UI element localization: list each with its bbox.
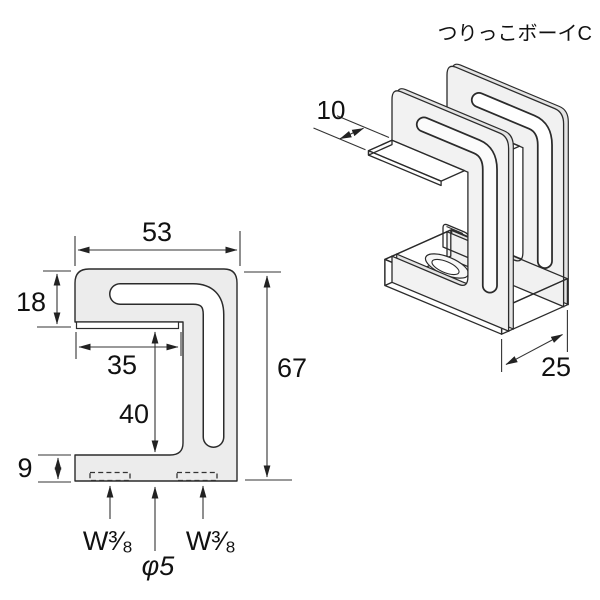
front-view-slot-inner (110, 284, 223, 447)
dim-arm-height: 18 (16, 270, 71, 328)
dim-total-height: 67 (244, 271, 307, 481)
front-plate-slot-inner (417, 118, 497, 292)
dim-mouth-height-label: 40 (119, 399, 149, 429)
dim-mouth-depth: 35 (75, 332, 182, 380)
rear-plate-slot-inner (472, 93, 552, 268)
base-hole-inner (431, 258, 460, 276)
front-view: 53 18 35 40 9 (16, 217, 307, 581)
thread-right-label: W³⁄₈ (186, 526, 236, 556)
dim-arm-height-label: 18 (16, 287, 46, 317)
dim-width: 53 (74, 217, 241, 266)
dim-depth-label: 25 (541, 352, 571, 382)
iso-view: 10 25 (313, 63, 571, 382)
dim-width-label: 53 (142, 217, 172, 247)
dim-base-thickness: 9 (17, 453, 71, 483)
dim-tab-protrusion: 10 (313, 95, 390, 151)
bottom-callouts: W³⁄₈ W³⁄₈ φ5 (83, 485, 236, 581)
dim-total-height-label: 67 (277, 353, 307, 383)
dim-mouth-depth-label: 35 (107, 350, 137, 380)
product-title: つりっこボーイC (438, 22, 592, 45)
stop-tab-thickness (446, 225, 464, 235)
dim-base-thickness-label: 9 (17, 453, 32, 483)
dim-depth: 25 (501, 310, 571, 382)
dim-tab-protrusion-label: 10 (317, 95, 346, 125)
hidden-hole-left (89, 471, 131, 482)
hidden-hole-right (176, 471, 218, 482)
hole-dia-label: φ5 (142, 551, 176, 581)
dim-mouth-height: 40 (119, 331, 159, 453)
front-shelf-left-edge (367, 139, 393, 156)
front-view-lip (75, 321, 180, 330)
thread-left-label: W³⁄₈ (83, 526, 133, 556)
